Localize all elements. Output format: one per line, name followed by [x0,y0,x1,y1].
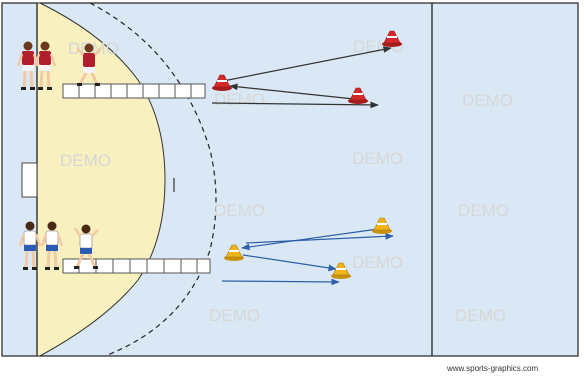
player-white [40,221,64,270]
free-throw-line [89,3,217,356]
watermark: DEMO [462,91,513,110]
player-red [76,43,102,86]
arrow [245,233,394,244]
cone-red [348,87,368,104]
player-white [73,224,99,269]
arrow [211,101,379,109]
lower-agility-ladder [62,258,211,274]
watermark: DEMO [458,201,509,220]
cone-yellow [224,244,244,261]
cone-red [212,74,232,91]
watermark: DEMO [352,149,403,168]
player-white [18,221,42,270]
cone-yellow [331,262,351,279]
cone-red [382,30,402,47]
goal [21,162,38,198]
upper-cones [212,30,402,104]
lower-cones [224,217,392,279]
upper-agility-ladder [62,83,206,99]
upper-arrows [211,46,392,109]
red-team-players [16,41,102,90]
cone-yellow [372,217,392,234]
watermark: DEMO [209,306,260,325]
white-team-players [18,221,99,270]
watermark: DEMO [455,306,506,325]
arrow [222,46,392,82]
lower-arrows [221,228,394,286]
arrow [229,83,355,100]
player-red [33,41,57,90]
arrow [242,254,337,272]
arrow [241,228,379,251]
player-red [16,41,40,90]
watermark: DEMO [352,253,403,272]
watermark: DEMO [214,90,265,109]
credit-text: www.sports-graphics.com [446,364,538,373]
watermark: DEMO [60,151,111,170]
watermark: DEMO [214,201,265,220]
arrow [221,278,340,286]
